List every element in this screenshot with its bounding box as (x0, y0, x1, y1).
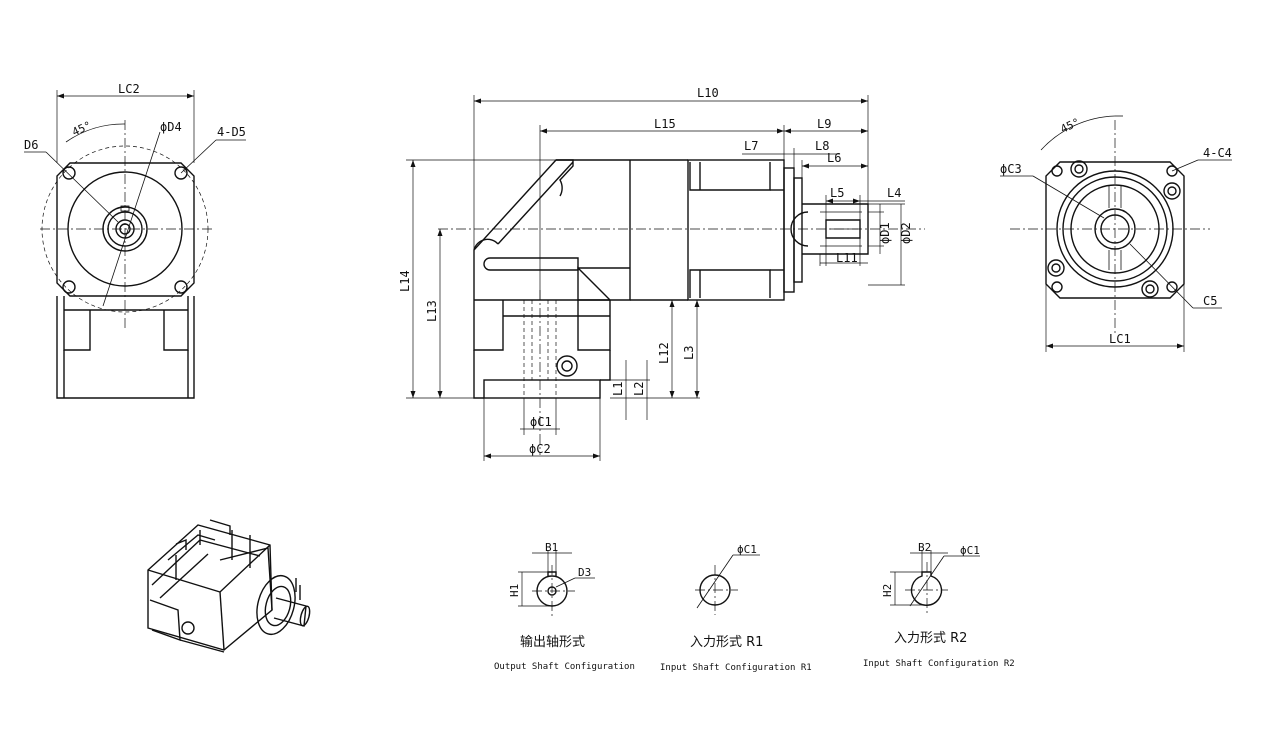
output-shaft-config: B1 H1 D3 输出轴形式 Output Shaft Configuratio… (494, 541, 635, 672)
d2-label: ϕD2 (899, 222, 913, 244)
l8-label: L8 (815, 139, 829, 153)
l4-label: L4 (887, 186, 901, 200)
r2-config-cn: 入力形式 R2 (894, 631, 967, 646)
r1-config-en: Input Shaft Configuration R1 (660, 663, 812, 673)
d3-label: D3 (578, 566, 591, 579)
l13-label: L13 (425, 300, 439, 322)
r2-config-en: Input Shaft Configuration R2 (863, 659, 1015, 669)
d6-label: D6 (24, 138, 38, 152)
right-end-view: ϕC3 4-C4 C5 45° LC1 (1000, 115, 1232, 352)
output-config-cn: 输出轴形式 (520, 634, 585, 650)
l9-label: L9 (817, 117, 831, 131)
h1-label: H1 (508, 584, 521, 597)
angle-left-label: 45° (70, 119, 94, 139)
output-config-en: Output Shaft Configuration (494, 662, 635, 672)
d5-label: 4-D5 (217, 125, 246, 139)
l15-label: L15 (654, 117, 676, 131)
l5-label: L5 (830, 186, 844, 200)
input-r1-config: ϕC1 入力形式 R1 Input Shaft Configuration R1 (660, 543, 812, 673)
r1-config-cn: 入力形式 R1 (690, 635, 763, 650)
l1-label: L1 (611, 382, 625, 396)
b1-label: B1 (545, 541, 558, 554)
lc2-label: LC2 (118, 82, 140, 96)
r2-c1-label: ϕC1 (960, 544, 980, 557)
d1-label: ϕD1 (878, 222, 892, 244)
l14-label: L14 (398, 270, 412, 292)
b2-label: B2 (918, 541, 931, 554)
l2-label: L2 (632, 382, 646, 396)
l7-label: L7 (744, 139, 758, 153)
l3-label: L3 (682, 346, 696, 360)
h2-label: H2 (881, 584, 894, 597)
c5-label: C5 (1203, 294, 1217, 308)
c1-label: ϕC1 (530, 415, 552, 429)
l10-label: L10 (697, 86, 719, 100)
l11-label: L11 (836, 251, 858, 265)
left-end-view: LC2 45° ϕD4 4-D5 D6 (24, 82, 246, 399)
lc1-label: LC1 (1109, 332, 1131, 346)
d4-label: ϕD4 (160, 120, 182, 134)
c2-label: ϕC2 (529, 442, 551, 456)
isometric-view (147, 519, 311, 653)
l12-label: L12 (657, 342, 671, 364)
c4-label: 4-C4 (1203, 146, 1232, 160)
angle-right-label: 45° (1058, 116, 1082, 136)
c3-label: ϕC3 (1000, 162, 1022, 176)
input-r2-config: B2 ϕC1 H2 入力形式 R2 Input Shaft Configurat… (863, 541, 1015, 669)
center-side-view: L10 L15 L9 L7 L8 L6 L5 L4 ϕD1 (398, 86, 925, 461)
r1-c1-label: ϕC1 (737, 543, 757, 556)
l6-label: L6 (827, 151, 841, 165)
